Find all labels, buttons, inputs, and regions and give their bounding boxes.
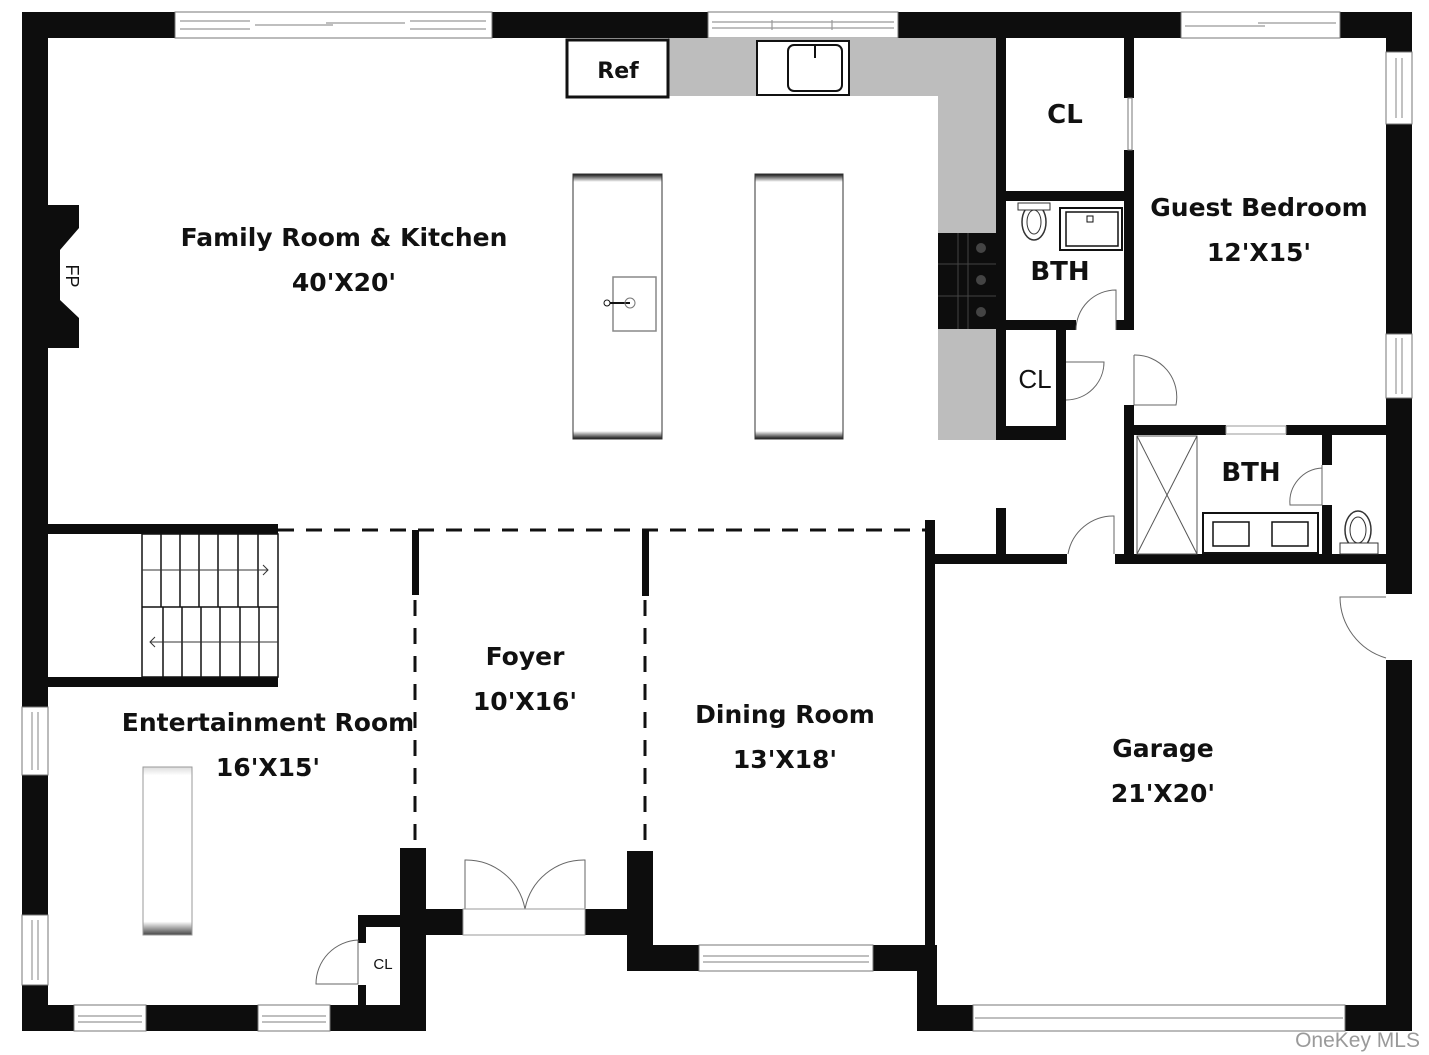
room-name-entertainment: Entertainment Room	[122, 708, 414, 737]
exterior-walls	[22, 12, 1412, 1031]
refrigerator-label: Ref	[597, 59, 639, 84]
room-name-guest-bedroom: Guest Bedroom	[1150, 193, 1367, 222]
room-name-dining: Dining Room	[695, 700, 875, 729]
room-size-family-kitchen: 40'X20'	[292, 268, 396, 297]
bath-label-right: BTH	[1221, 458, 1280, 488]
closet-label-mid: CL	[1018, 364, 1051, 394]
fireplace: FP	[48, 205, 82, 348]
room-size-foyer: 10'X16'	[473, 687, 577, 716]
closet-label-entry: CL	[373, 956, 392, 973]
bath-fixtures	[1017, 202, 1379, 555]
fireplace-label: FP	[62, 264, 82, 287]
bath-label-top: BTH	[1030, 257, 1089, 287]
stairs	[48, 524, 279, 687]
windows	[21, 11, 1413, 1032]
stovetop-icon	[938, 233, 996, 329]
room-name-foyer: Foyer	[486, 642, 565, 671]
room-name-garage: Garage	[1112, 734, 1213, 763]
kitchen: Ref	[565, 38, 996, 440]
watermark: OneKey MLS	[1295, 1029, 1420, 1052]
closet-label-top: CL	[1047, 100, 1083, 130]
room-dividers	[142, 528, 925, 936]
room-name-family-kitchen: Family Room & Kitchen	[181, 223, 508, 252]
room-size-guest-bedroom: 12'X15'	[1207, 238, 1311, 267]
room-size-dining: 13'X18'	[733, 745, 837, 774]
room-size-garage: 21'X20'	[1111, 779, 1215, 808]
room-size-entertainment: 16'X15'	[216, 753, 320, 782]
interior-walls	[925, 38, 1386, 945]
room-labels: Family Room & Kitchen 40'X20' Guest Bedr…	[122, 100, 1368, 973]
doors	[315, 289, 1387, 985]
